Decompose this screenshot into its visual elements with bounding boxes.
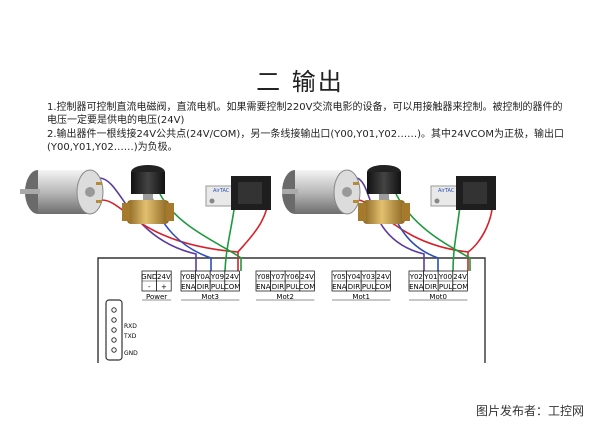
terminal-label-top: 24V [225,273,239,281]
serial-label-txd: TXD [123,333,137,340]
pneumatic-valve-label-1: AirTAC [213,188,230,194]
terminal-label-bottom: COM [224,283,240,291]
terminal-group-0: GND -24V + Power [141,270,172,301]
serial-port-connector: RXD TXD GND [105,299,138,361]
wire-1 [101,199,239,271]
terminal-group-name: Mot2 [276,293,294,301]
terminal-label-bottom: COM [375,283,391,291]
pneumatic-valve-1: AirTAC [205,176,271,210]
terminal-label-top: Y04 [346,273,361,281]
terminal-label-bottom: PUL [439,283,452,291]
terminal-label-bottom: PUL [362,283,375,291]
terminal-label-top: 24V [453,273,467,281]
pneumatic-valve-2: AirTAC [430,176,496,210]
terminal-label-top: 24V [300,273,314,281]
terminal-label-bottom: ENA [332,283,347,291]
terminal-label-bottom: ENA [256,283,271,291]
terminal-label-top: Y07 [270,273,284,281]
terminal-label-bottom: COM [452,283,468,291]
terminal-label-bottom: DIR [197,283,209,291]
dc-motor-2 [282,169,361,215]
terminal-label-top: GND [141,273,157,281]
terminal-label-bottom: ENA [181,283,196,291]
terminal-label-top: Y01 [423,273,437,281]
terminal-label-top: 24V [157,273,171,281]
terminal-group-name: Mot0 [429,293,447,301]
serial-label-gnd: GND [124,350,138,357]
terminal-label-top: 24V [376,273,390,281]
description-paragraph-1: 1.控制器可控制直流电磁阀，直流电机。如果需要控制220V交流电影的设备，可以用… [47,102,563,126]
terminal-label-bottom: DIR [348,283,360,291]
terminal-label-bottom: DIR [272,283,284,291]
terminal-label-bottom: DIR [425,283,437,291]
terminal-group-name: Mot3 [201,293,219,301]
terminal-label-bottom: PUL [286,283,299,291]
serial-label-rxd: RXD [124,323,137,330]
pneumatic-valve-label-2: AirTAC [438,188,455,194]
terminal-label-bottom: COM [299,283,315,291]
terminal-label-bottom: - [148,283,151,291]
terminal-label-top: Y0A [195,273,210,281]
terminal-group-name: Mot1 [352,293,370,301]
terminal-label-top: Y00 [438,273,452,281]
terminal-label-top: Y02 [409,273,423,281]
controller-board-outline [97,257,486,363]
dc-motor-1 [20,169,104,215]
terminal-group-name: Power [146,293,167,301]
terminal-label-top: Y0B [181,273,196,281]
terminal-label-bottom: + [161,283,167,291]
page-title: 二 输出 [256,68,344,96]
solenoid-valve-1 [122,165,174,224]
terminal-label-top: Y05 [332,273,346,281]
terminal-label-bottom: PUL [211,283,224,291]
terminal-label-top: Y08 [256,273,270,281]
description-paragraph-2: 2.输出器件一根线接24V公共点(24V/COM)，另一条线接输出口(Y00,Y… [47,129,565,153]
solenoid-valve-2 [358,165,410,224]
watermark-text: 图片发布者：工控网 [475,404,584,418]
terminal-label-top: Y06 [285,273,300,281]
terminal-label-top: Y03 [361,273,375,281]
terminal-label-top: Y09 [210,273,224,281]
terminal-blocks: GND-24V+PowerY0BENAY0ADIRY09PUL24VCOMMot… [141,270,468,301]
terminal-label-bottom: ENA [409,283,424,291]
